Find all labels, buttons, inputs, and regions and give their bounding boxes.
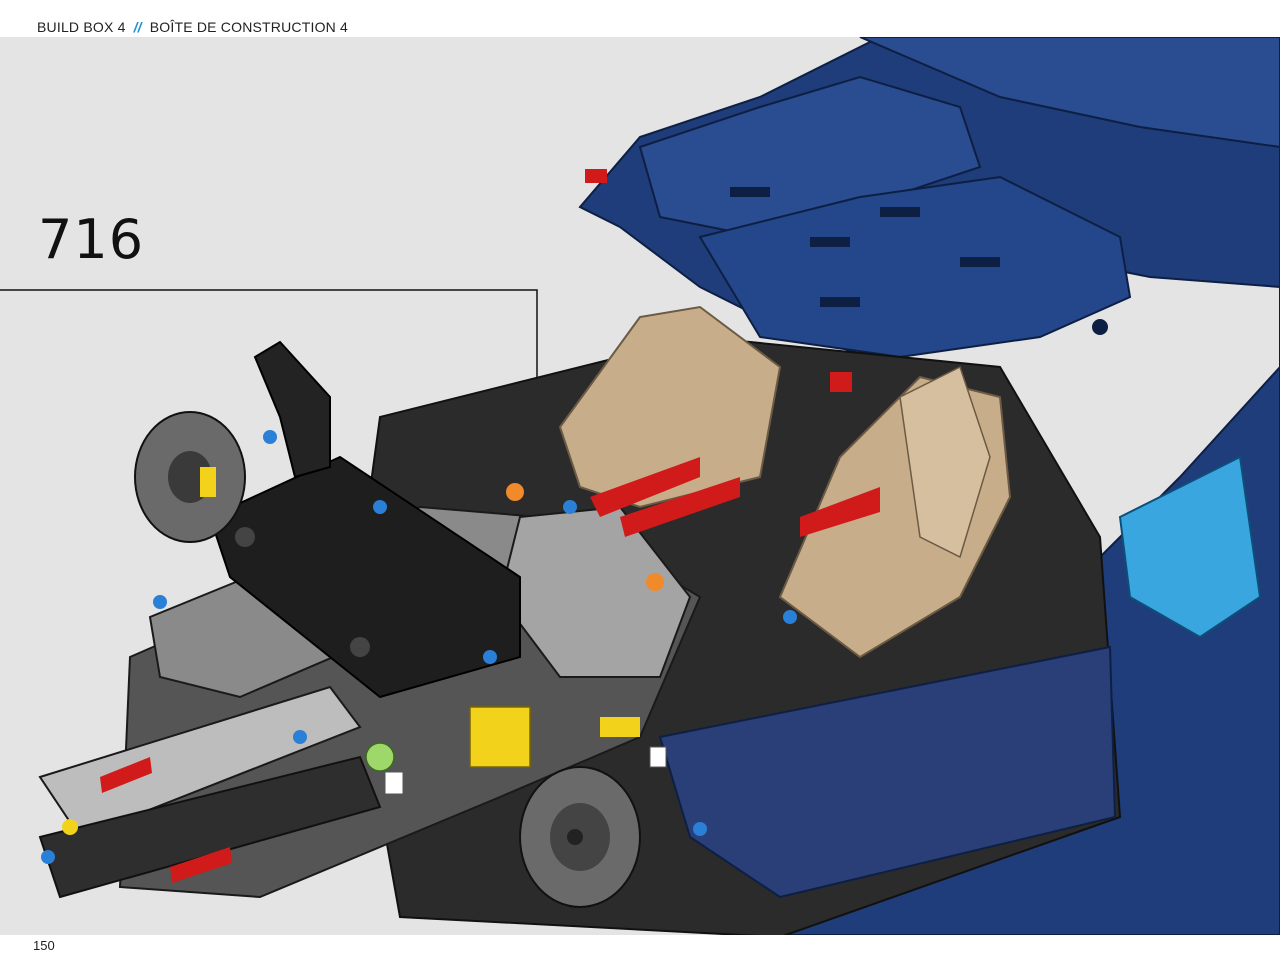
car-body-blue [578, 37, 1280, 935]
header-right-title: BOÎTE DE CONSTRUCTION 4 [149, 19, 349, 35]
light-blue-panel [1118, 455, 1262, 639]
page-header: BUILD BOX 4 // BOÎTE DE CONSTRUCTION 4 [37, 17, 348, 37]
black-crossbeam [208, 455, 521, 699]
instruction-panel: 716 [0, 37, 1280, 935]
page-number: 150 [33, 938, 55, 953]
color-accents [41, 169, 880, 883]
step-number: 716 [38, 208, 145, 271]
header-left-title: BUILD BOX 4 [37, 19, 126, 35]
upright-arm [253, 340, 331, 479]
seats [558, 305, 1012, 659]
model-illustration [0, 37, 1280, 935]
side-sill-blue [658, 645, 1117, 899]
header-separator: // [133, 19, 142, 35]
brake-discs [134, 411, 641, 908]
